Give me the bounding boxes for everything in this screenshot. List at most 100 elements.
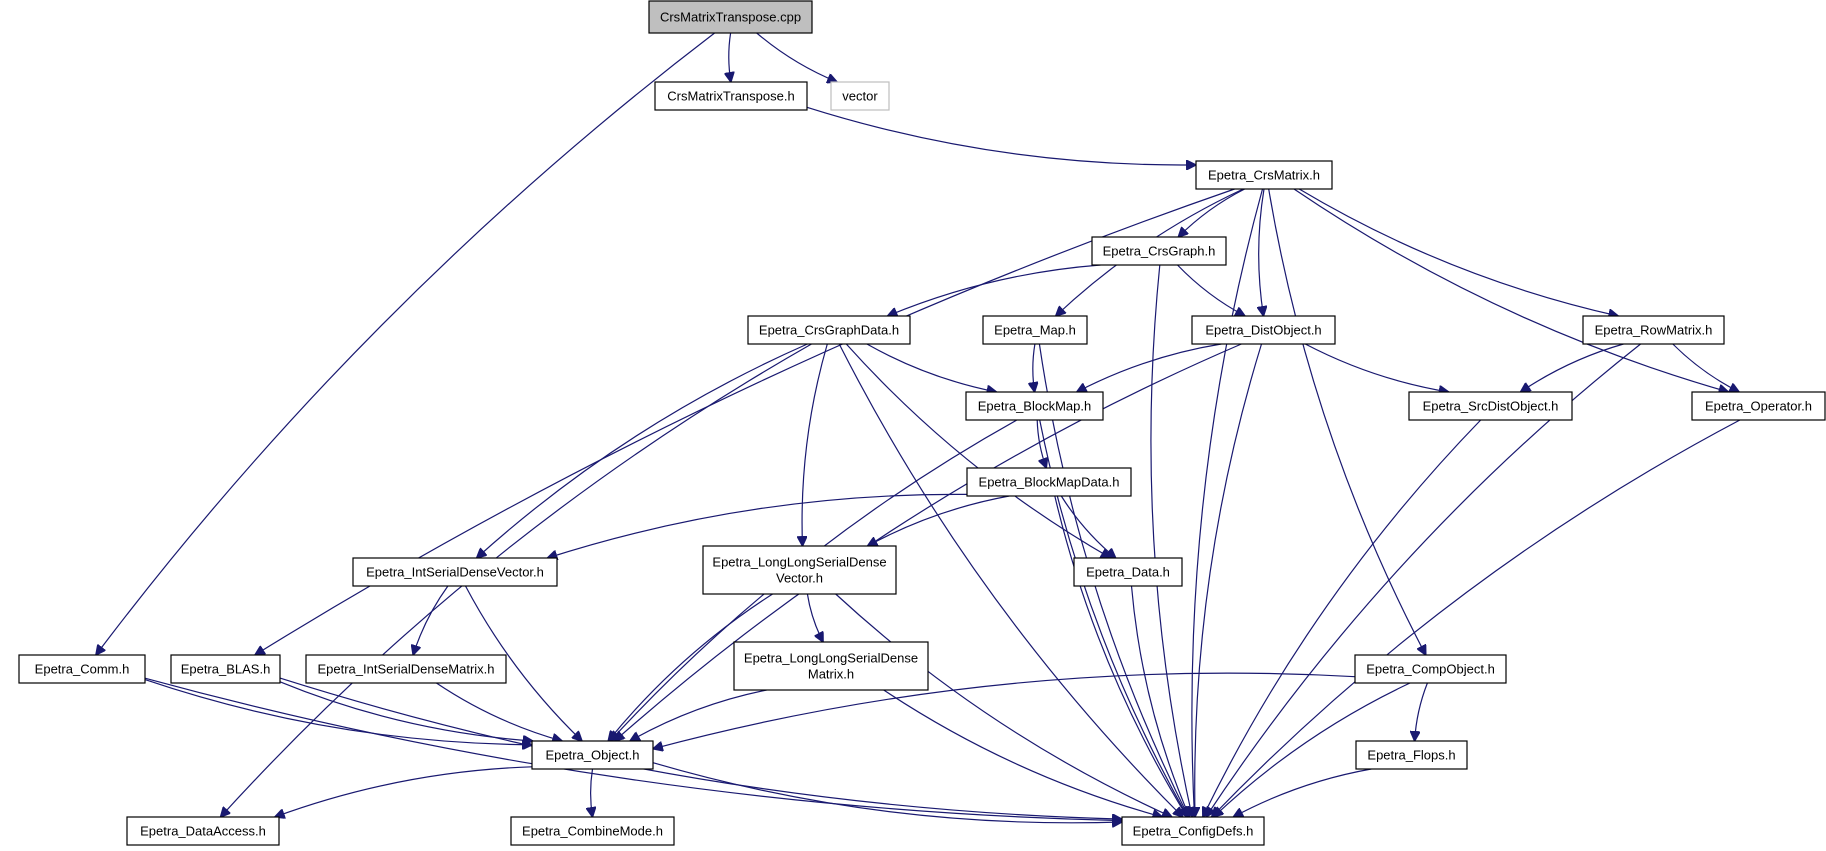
edge-epetra-crsmatrix-h-to-epetra-distobject-h — [1259, 188, 1264, 316]
node-epetra-flops-h[interactable]: Epetra_Flops.h — [1355, 740, 1468, 770]
node-label: Epetra_DataAccess.h — [140, 824, 266, 839]
node-epetra-intserialdensevector-h[interactable]: Epetra_IntSerialDenseVector.h — [352, 557, 558, 587]
edge-epetra-map-h-to-epetra-blockmap-h — [1033, 343, 1035, 392]
node-epetra-crsgraphdata-h[interactable]: Epetra_CrsGraphData.h — [747, 315, 911, 345]
node-epetra-comm-h[interactable]: Epetra_Comm.h — [18, 654, 146, 684]
node-crsmatrixtranspose-cpp[interactable]: CrsMatrixTranspose.cpp — [648, 0, 813, 34]
edge-epetra-distobject-h-to-epetra-object-h — [615, 343, 1242, 741]
edge-epetra-blas-h-to-epetra-configdefs-h — [279, 677, 1122, 819]
node-epetra-dataaccess-h[interactable]: Epetra_DataAccess.h — [126, 816, 280, 846]
node-box — [1408, 391, 1573, 421]
node-box — [1582, 315, 1725, 345]
node-epetra-map-h[interactable]: Epetra_Map.h — [982, 315, 1088, 345]
edge-epetra-crsmatrix-h-to-epetra-crsgraph-h — [1178, 188, 1245, 237]
edges-layer — [96, 32, 1741, 823]
edge-epetra-distobject-h-to-epetra-blockmap-h — [1077, 343, 1222, 392]
node-box — [733, 641, 929, 691]
node-box — [1195, 160, 1333, 190]
node-label: Epetra_Comm.h — [35, 662, 130, 677]
edge-epetra-blockmapdata-h-to-epetra-longlongserialdensevector-h — [868, 495, 1010, 546]
node-label: Epetra_SrcDistObject.h — [1423, 399, 1559, 414]
edge-crsmatrixtranspose-cpp-to-epetra-comm-h — [96, 32, 715, 655]
edge-epetra-crsgraphdata-h-to-epetra-data-h — [845, 343, 1110, 558]
edge-epetra-compobject-h-to-epetra-object-h — [653, 672, 1356, 749]
edge-epetra-crsmatrix-h-to-epetra-configdefs-h — [1192, 188, 1264, 817]
node-label: Epetra_BLAS.h — [181, 662, 271, 677]
node-epetra-rowmatrix-h[interactable]: Epetra_RowMatrix.h — [1582, 315, 1725, 345]
node-epetra-crsgraph-h[interactable]: Epetra_CrsGraph.h — [1091, 236, 1227, 266]
edge-epetra-longlongserialdensevector-h-to-epetra-object-h — [608, 593, 773, 741]
edge-epetra-intserialdensevector-h-to-epetra-object-h — [464, 585, 583, 741]
edge-epetra-object-h-to-epetra-combinemode-h — [591, 768, 593, 817]
nodes-layer: CrsMatrixTranspose.cppCrsMatrixTranspose… — [18, 0, 1826, 846]
node-box — [1091, 236, 1227, 266]
edge-epetra-blockmapdata-h-to-epetra-data-h — [1060, 495, 1115, 558]
edge-epetra-srcdistobject-h-to-epetra-configdefs-h — [1203, 419, 1482, 817]
node-label: Epetra_BlockMapData.h — [979, 475, 1120, 490]
node-epetra-crsmatrix-h[interactable]: Epetra_CrsMatrix.h — [1195, 160, 1333, 190]
node-box — [982, 315, 1088, 345]
edge-epetra-longlongserialdensematrix-h-to-epetra-configdefs-h — [883, 689, 1163, 817]
edge-epetra-distobject-h-to-epetra-srcdistobject-h — [1305, 343, 1448, 392]
node-epetra-combinemode-h[interactable]: Epetra_CombineMode.h — [510, 816, 675, 846]
node-label: Matrix.h — [808, 667, 854, 682]
node-box — [126, 816, 280, 846]
node-label: Epetra_CrsGraphData.h — [759, 323, 899, 338]
edge-epetra-longlongserialdensevector-h-to-epetra-configdefs-h — [835, 593, 1172, 817]
node-box — [966, 467, 1132, 497]
edge-epetra-data-h-to-epetra-configdefs-h — [1130, 585, 1190, 817]
node-epetra-operator-h[interactable]: Epetra_Operator.h — [1691, 391, 1826, 421]
node-label: Epetra_CombineMode.h — [522, 824, 663, 839]
edge-epetra-comm-h-to-epetra-configdefs-h — [144, 677, 1122, 820]
node-box — [305, 654, 507, 684]
node-label: Epetra_Operator.h — [1705, 399, 1812, 414]
node-epetra-compobject-h[interactable]: Epetra_CompObject.h — [1354, 654, 1507, 684]
node-label: Epetra_Object.h — [546, 748, 640, 763]
edge-epetra-rowmatrix-h-to-epetra-operator-h — [1672, 343, 1739, 392]
node-label: Epetra_IntSerialDenseVector.h — [366, 565, 544, 580]
node-vector[interactable]: vector — [830, 81, 890, 111]
edge-epetra-compobject-h-to-epetra-flops-h — [1415, 682, 1428, 741]
node-crsmatrixtranspose-h[interactable]: CrsMatrixTranspose.h — [654, 81, 808, 111]
node-label: CrsMatrixTranspose.h — [667, 89, 794, 104]
node-label: Epetra_CompObject.h — [1366, 662, 1495, 677]
node-epetra-distobject-h[interactable]: Epetra_DistObject.h — [1191, 315, 1336, 345]
node-label: Epetra_BlockMap.h — [978, 399, 1091, 414]
node-epetra-srcdistobject-h[interactable]: Epetra_SrcDistObject.h — [1408, 391, 1573, 421]
edge-epetra-object-h-to-epetra-configdefs-h — [652, 762, 1122, 823]
edge-epetra-crsgraphdata-h-to-epetra-intserialdensevector-h — [477, 343, 808, 558]
node-box — [702, 545, 897, 595]
node-box — [510, 816, 675, 846]
edge-epetra-operator-h-to-epetra-configdefs-h — [1212, 419, 1741, 817]
edge-epetra-flops-h-to-epetra-configdefs-h — [1233, 768, 1372, 817]
edge-epetra-blockmapdata-h-to-epetra-intserialdensevector-h — [547, 493, 968, 558]
edge-epetra-distobject-h-to-epetra-configdefs-h — [1195, 343, 1263, 817]
edge-epetra-crsgraphdata-h-to-epetra-configdefs-h — [838, 343, 1183, 817]
node-label: Epetra_Data.h — [1086, 565, 1170, 580]
node-label: CrsMatrixTranspose.cpp — [660, 10, 801, 25]
node-epetra-blockmap-h[interactable]: Epetra_BlockMap.h — [965, 391, 1104, 421]
node-box — [1073, 557, 1183, 587]
edge-epetra-compobject-h-to-epetra-configdefs-h — [1214, 682, 1411, 817]
edge-epetra-blockmap-h-to-epetra-blockmapdata-h — [1036, 419, 1046, 468]
edge-epetra-crsgraphdata-h-to-epetra-dataaccess-h — [221, 343, 812, 817]
node-box — [352, 557, 558, 587]
node-epetra-configdefs-h[interactable]: Epetra_ConfigDefs.h — [1121, 816, 1265, 846]
node-label: Epetra_IntSerialDenseMatrix.h — [317, 662, 494, 677]
node-label: Epetra_LongLongSerialDense — [744, 651, 918, 666]
node-box — [747, 315, 911, 345]
node-epetra-object-h[interactable]: Epetra_Object.h — [531, 740, 654, 770]
edge-crsmatrixtranspose-h-to-epetra-crsmatrix-h — [806, 106, 1196, 165]
node-epetra-blas-h[interactable]: Epetra_BLAS.h — [170, 654, 281, 684]
edge-epetra-blockmapdata-h-to-epetra-configdefs-h — [1054, 495, 1187, 817]
edge-epetra-crsmatrix-h-to-epetra-rowmatrix-h — [1298, 188, 1618, 316]
edge-epetra-comm-h-to-epetra-object-h — [144, 679, 532, 745]
node-epetra-intserialdensematrix-h[interactable]: Epetra_IntSerialDenseMatrix.h — [305, 654, 507, 684]
node-epetra-data-h[interactable]: Epetra_Data.h — [1073, 557, 1183, 587]
edge-epetra-crsgraphdata-h-to-epetra-longlongserialdensevector-h — [802, 343, 828, 546]
node-epetra-blockmapdata-h[interactable]: Epetra_BlockMapData.h — [966, 467, 1132, 497]
node-box — [1691, 391, 1826, 421]
